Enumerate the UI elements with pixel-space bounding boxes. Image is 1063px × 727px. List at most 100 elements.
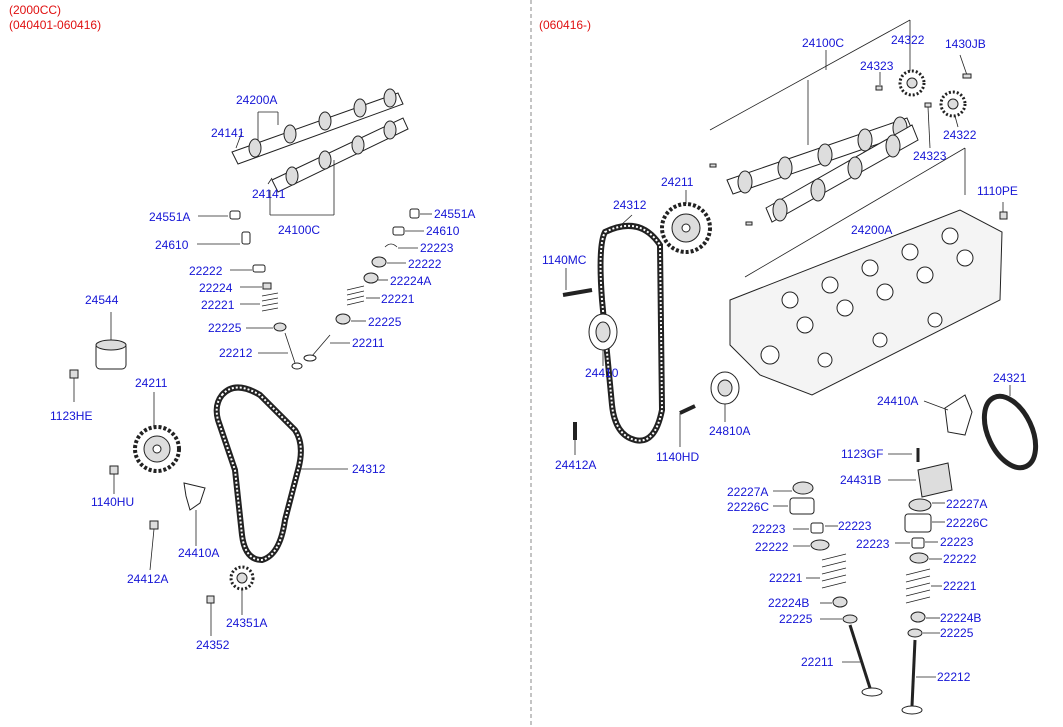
- part-label[interactable]: 24410: [585, 366, 619, 380]
- left-header-line1: (2000CC): [9, 3, 62, 17]
- part-label[interactable]: 22225: [368, 315, 402, 329]
- part-label[interactable]: 22223: [838, 519, 872, 533]
- part-label[interactable]: 24200A: [236, 93, 278, 107]
- part-label[interactable]: 24410A: [877, 394, 919, 408]
- part-1123GF: [888, 448, 920, 462]
- part-label[interactable]: 22222: [189, 264, 223, 278]
- part-label[interactable]: 24551A: [149, 210, 191, 224]
- valve-parts-left-b: [303, 208, 432, 362]
- part-label[interactable]: 22222: [755, 540, 789, 554]
- part-label[interactable]: 22223: [752, 522, 786, 536]
- part-label[interactable]: 24810A: [709, 424, 751, 438]
- part-label[interactable]: 24610: [155, 238, 189, 252]
- part-label[interactable]: 24141: [252, 187, 286, 201]
- part-label[interactable]: 22211: [352, 336, 385, 350]
- pulley-24351A: [229, 565, 255, 615]
- part-label[interactable]: 22227A: [946, 497, 988, 511]
- left-header-line2: (040401-060416): [9, 18, 102, 32]
- part-label[interactable]: 24322: [943, 128, 977, 142]
- part-label[interactable]: 22221: [201, 298, 235, 312]
- part-label[interactable]: 1140MC: [542, 253, 587, 267]
- part-label[interactable]: 24312: [352, 462, 386, 476]
- part-label[interactable]: 24211: [661, 175, 694, 189]
- part-label[interactable]: 24100C: [278, 223, 321, 237]
- part-1140HD: [679, 404, 696, 447]
- part-label[interactable]: 1140HD: [656, 450, 700, 464]
- part-label[interactable]: 24141: [211, 126, 245, 140]
- part-label[interactable]: 1123HE: [50, 409, 93, 423]
- part-label[interactable]: 24351A: [226, 616, 268, 630]
- part-label[interactable]: 24431B: [840, 473, 882, 487]
- camshaft-lower-left: [271, 117, 409, 193]
- cylinder-head: [729, 209, 1003, 396]
- part-label[interactable]: 24410A: [178, 546, 220, 560]
- part-24323-lower: [924, 102, 932, 108]
- part-label[interactable]: 1430JB: [945, 37, 986, 51]
- sprocket-left: [133, 392, 181, 473]
- part-label[interactable]: 22211: [801, 655, 834, 669]
- valve-stack-right-b: [895, 498, 945, 715]
- gear-24322-lower: [939, 90, 967, 128]
- part-1110PE: [999, 211, 1008, 220]
- part-label[interactable]: 24322: [891, 33, 925, 47]
- part-label[interactable]: 22212: [219, 346, 253, 360]
- valve-stack-right-a: [773, 481, 883, 697]
- camshaft-upper-left: [231, 88, 404, 165]
- part-label[interactable]: 22225: [779, 612, 813, 626]
- part-label[interactable]: 24100C: [802, 36, 845, 50]
- timing-belt-right: [597, 214, 666, 444]
- part-label[interactable]: 22224: [199, 281, 233, 295]
- part-label[interactable]: 22212: [937, 670, 971, 684]
- pulley-24410: [588, 313, 618, 366]
- part-label[interactable]: 22222: [943, 552, 977, 566]
- part-label[interactable]: 24200A: [851, 223, 893, 237]
- part-label[interactable]: 22223: [856, 537, 890, 551]
- part-label[interactable]: 22223: [940, 535, 974, 549]
- part-label[interactable]: 22224B: [940, 611, 982, 625]
- part-label[interactable]: 24312: [613, 198, 647, 212]
- tensioner-right: [923, 394, 973, 436]
- part-label[interactable]: 22223: [420, 241, 454, 255]
- camshaft-lower-right: [765, 124, 919, 223]
- part-label[interactable]: 22221: [381, 292, 415, 306]
- part-label[interactable]: 22225: [208, 321, 242, 335]
- part-label[interactable]: 1140HU: [91, 495, 135, 509]
- part-label[interactable]: 24323: [860, 59, 894, 73]
- part-1140HU: [109, 465, 119, 494]
- part-label[interactable]: 24321: [993, 371, 1027, 385]
- part-label[interactable]: 24551A: [434, 207, 476, 221]
- part-label[interactable]: 24412A: [127, 572, 169, 586]
- part-label[interactable]: 22224A: [390, 274, 432, 288]
- part-label[interactable]: 1123GF: [841, 447, 884, 461]
- sprocket-right: [660, 190, 712, 254]
- part-label[interactable]: 22224B: [768, 596, 810, 610]
- part-24412A-left: [149, 520, 159, 571]
- gear-24322-upper: [898, 69, 926, 97]
- part-label[interactable]: 22227A: [727, 485, 769, 499]
- part-label[interactable]: 1110PE: [977, 184, 1018, 198]
- part-label[interactable]: 22222: [408, 257, 442, 271]
- part-label[interactable]: 24211: [135, 376, 168, 390]
- part-label[interactable]: 22226C: [946, 516, 989, 530]
- part-label[interactable]: 24610: [426, 224, 460, 238]
- part-label[interactable]: 24544: [85, 293, 119, 307]
- part-label[interactable]: 22221: [943, 579, 977, 593]
- part-label[interactable]: 22221: [769, 571, 803, 585]
- part-label[interactable]: 24412A: [555, 458, 597, 472]
- timing-belt-left: [213, 384, 348, 564]
- part-label[interactable]: 22225: [940, 626, 974, 640]
- idler-24810A: [710, 371, 740, 422]
- part-label[interactable]: 22226C: [727, 500, 770, 514]
- camshaft-upper-right: [726, 116, 914, 195]
- part-label[interactable]: 24323: [913, 149, 947, 163]
- tensioner-left: [183, 482, 206, 546]
- part-1123HE: [69, 369, 79, 402]
- part-label[interactable]: 24352: [196, 638, 230, 652]
- part-24352: [206, 595, 215, 636]
- cover-24431B: [888, 462, 953, 498]
- part-1430JB: [962, 73, 972, 79]
- part-24323-upper: [875, 85, 883, 91]
- right-header: (060416-): [539, 18, 592, 32]
- belt-24321: [981, 385, 1039, 471]
